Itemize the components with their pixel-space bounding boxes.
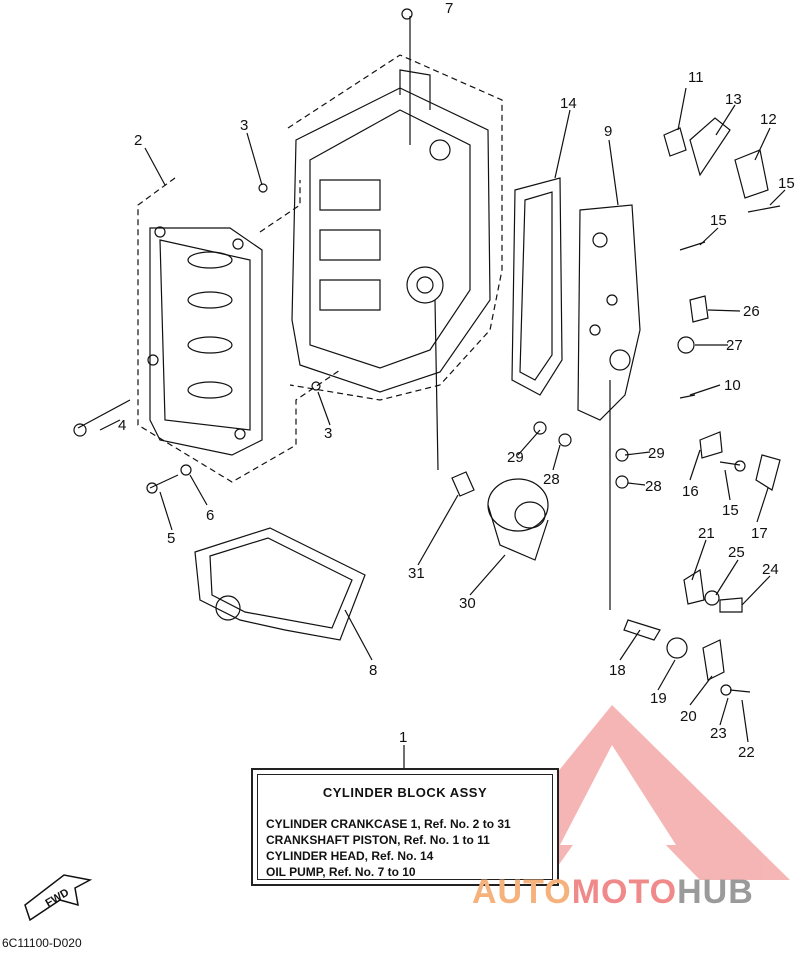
callout-30: 30	[459, 595, 476, 612]
callout-7: 7	[445, 0, 453, 17]
legend-line-3: CYLINDER HEAD, Ref. No. 14	[266, 849, 434, 863]
callout-11: 11	[688, 69, 704, 86]
callout-29b: 29	[648, 445, 665, 462]
diagram-linework	[24, 8, 786, 922]
callout-4: 4	[118, 417, 126, 434]
diagram-code: 6C11100-D020	[2, 936, 82, 950]
callout-17: 17	[751, 525, 768, 542]
callout-3: 3	[240, 117, 248, 134]
callout-5: 5	[167, 530, 175, 547]
brand-part-hub: HUB	[677, 873, 754, 911]
callout-15a: 15	[778, 175, 795, 192]
callout-26: 26	[743, 303, 760, 320]
callout-10: 10	[724, 377, 741, 394]
callout-18: 18	[609, 662, 626, 679]
callout-15b: 15	[710, 212, 727, 229]
callout-29a: 29	[507, 449, 524, 466]
callout-28a: 28	[543, 471, 560, 488]
callout-15c: 15	[722, 502, 739, 519]
legend-line-4: OIL PUMP, Ref. No. 7 to 10	[266, 865, 416, 879]
callout-3b: 3	[324, 425, 332, 442]
callout-labels: 2 3 3 4 5 6 7 8 9 10 11 12 13 14 15 15 1…	[43, 0, 794, 910]
callout-24: 24	[762, 561, 779, 578]
callout-21: 21	[698, 525, 715, 542]
legend-line-2: CRANKSHAFT PISTON, Ref. No. 1 to 11	[266, 833, 490, 847]
legend-title: CYLINDER BLOCK ASSY	[322, 785, 488, 800]
callout-6: 6	[206, 507, 214, 524]
callout-13: 13	[725, 91, 742, 108]
callout-22: 22	[738, 744, 755, 761]
callout-9: 9	[604, 123, 612, 140]
callout-12: 12	[760, 111, 777, 128]
callout-23: 23	[710, 725, 727, 742]
callout-14: 14	[560, 95, 577, 112]
callout-25: 25	[728, 544, 745, 561]
brand-part-moto: MOTO	[571, 873, 678, 911]
callout-20: 20	[680, 708, 697, 725]
fwd-label: FWD	[43, 887, 71, 910]
callout-8: 8	[369, 662, 377, 679]
assembly-legend-box: CYLINDER BLOCK ASSY CYLINDER CRANKCASE 1…	[251, 768, 559, 886]
callout-31: 31	[408, 565, 425, 582]
legend-inner-frame: CYLINDER BLOCK ASSY CYLINDER CRANKCASE 1…	[257, 774, 553, 880]
callout-2: 2	[134, 132, 142, 149]
callout-19: 19	[650, 690, 667, 707]
brand-part-auto: AUTO	[472, 873, 572, 911]
watermark-brand-text: AUTOMOTOHUB	[472, 873, 754, 912]
callout-16: 16	[682, 483, 699, 500]
legend-line-1: CYLINDER CRANKCASE 1, Ref. No. 2 to 31	[266, 817, 511, 831]
callout-27: 27	[726, 337, 743, 354]
callout-1: 1	[399, 729, 407, 746]
callout-28b: 28	[645, 478, 662, 495]
